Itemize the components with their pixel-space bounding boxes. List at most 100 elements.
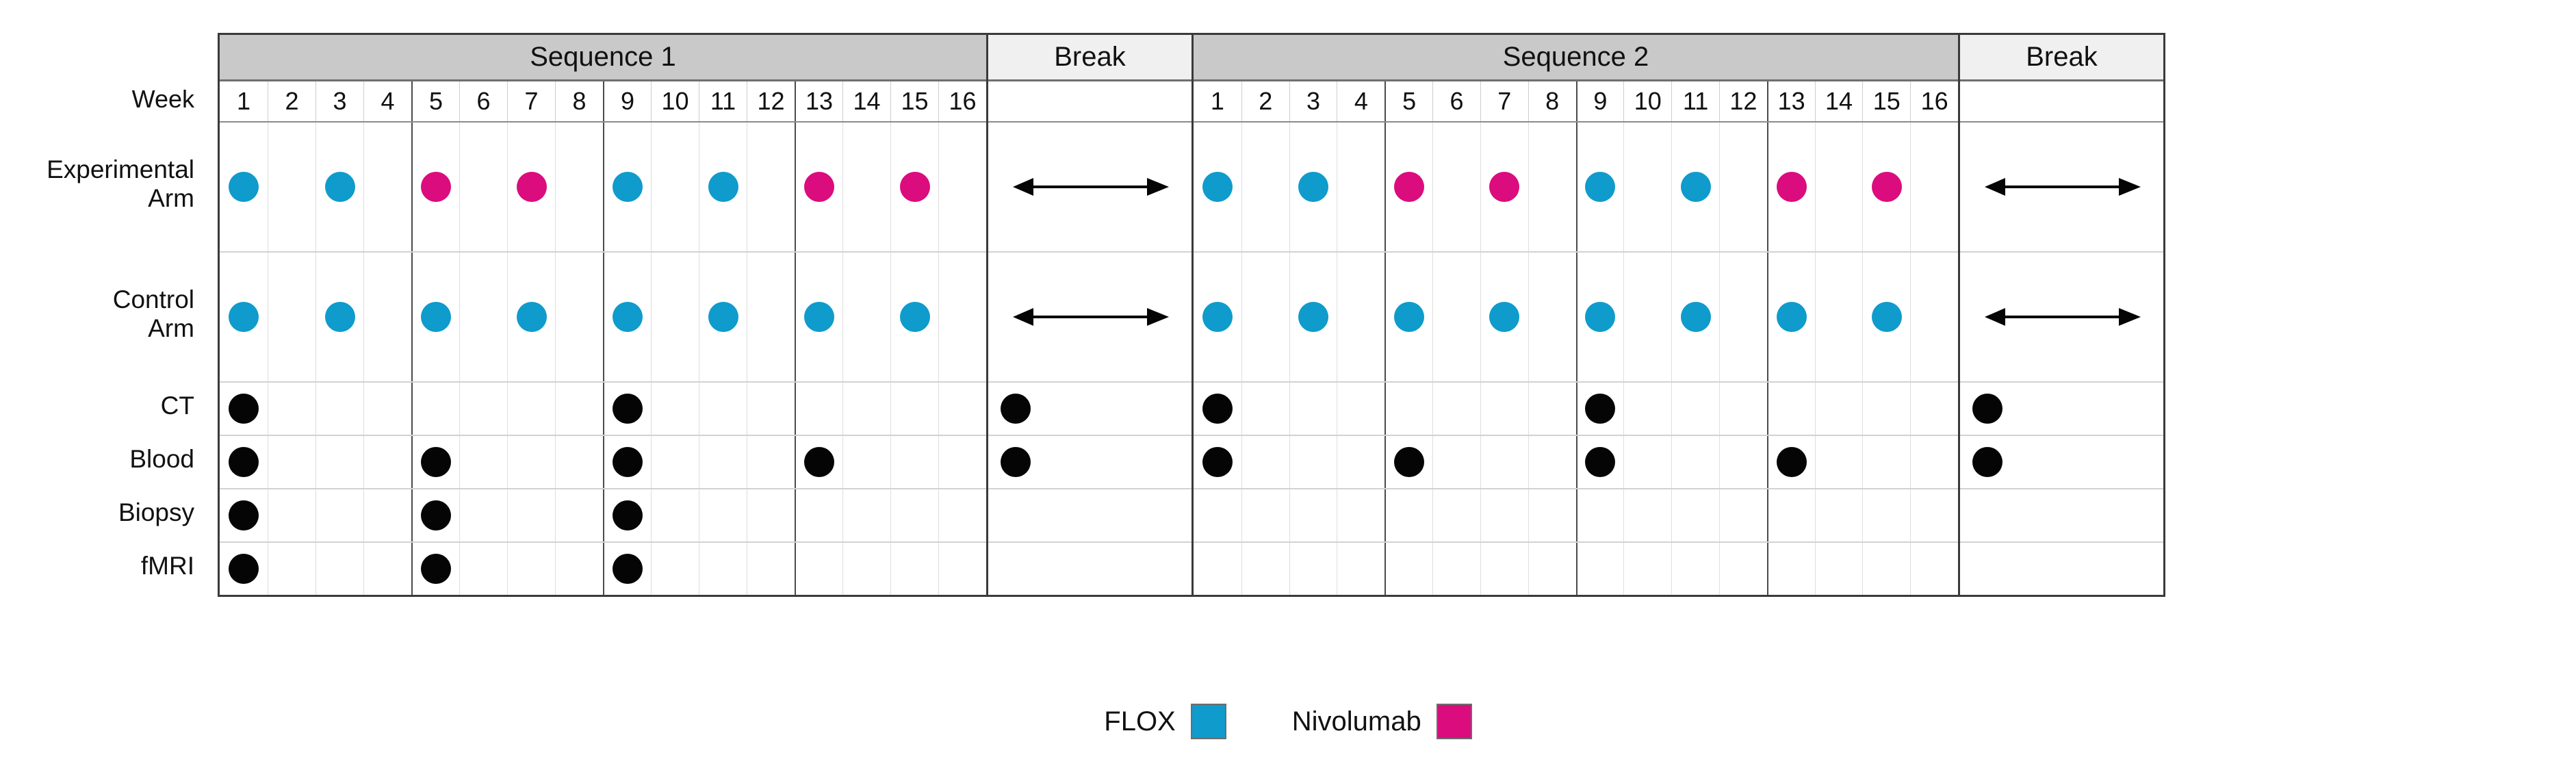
schedule-row-biopsy <box>1960 488 2163 541</box>
schedule-cell <box>651 253 699 381</box>
schedule-cell <box>1337 253 1384 381</box>
schedule-cell <box>1910 253 1958 381</box>
break-cell <box>988 123 1192 251</box>
schedule-row-ct <box>220 381 986 435</box>
schedule-cell <box>315 436 363 488</box>
week-number-cell: 7 <box>1480 81 1528 121</box>
schedule-cell <box>1575 383 1624 435</box>
schedule-cell <box>1480 436 1528 488</box>
week-number-cell: 7 <box>507 81 555 121</box>
procedure-dot <box>229 394 259 424</box>
schedule-cell <box>507 253 555 381</box>
schedule-row-experimental-arm <box>1194 121 1958 251</box>
schedule-cell <box>363 543 411 595</box>
column-group-break-4: Break <box>1958 35 2163 595</box>
procedure-dot <box>421 554 451 584</box>
schedule-cell <box>1766 383 1815 435</box>
schedule-cell <box>1575 543 1624 595</box>
break-duration-arrow-icon <box>1984 178 2141 196</box>
schedule-cell <box>1910 383 1958 435</box>
group-header-sequence-2-3: Sequence 2 <box>1194 35 1958 81</box>
schedule-cell <box>1337 436 1384 488</box>
schedule-cell <box>1480 123 1528 251</box>
schedule-cell <box>1241 253 1289 381</box>
schedule-cell <box>938 436 986 488</box>
nivolumab-dose-dot <box>421 172 451 202</box>
schedule-row-blood <box>220 435 986 488</box>
schedule-cell <box>1241 543 1289 595</box>
schedule-cell <box>1671 253 1719 381</box>
schedule-cell <box>1718 253 1767 381</box>
schedule-cell <box>268 253 315 381</box>
schedule-cell <box>890 489 938 541</box>
flox-dose-dot <box>1489 302 1520 332</box>
schedule-cell <box>555 253 603 381</box>
flox-dose-dot <box>613 172 643 202</box>
week-row-break-placeholder <box>988 81 1192 121</box>
schedule-row-fmri <box>1194 541 1958 595</box>
schedule-cell <box>1862 489 1910 541</box>
schedule-cell <box>411 253 459 381</box>
nivolumab-dose-dot <box>1394 172 1425 202</box>
schedule-cell <box>699 543 747 595</box>
schedule-cell <box>1384 383 1432 435</box>
schedule-cell <box>1432 383 1480 435</box>
schedule-cell <box>1910 436 1958 488</box>
schedule-cell <box>1766 436 1815 488</box>
schedule-cell <box>1528 489 1576 541</box>
flox-dose-dot <box>516 302 547 332</box>
schedule-cell <box>555 123 603 251</box>
schedule-cell <box>1480 489 1528 541</box>
schedule-cell <box>1718 489 1767 541</box>
schedule-cell <box>1575 436 1624 488</box>
procedure-dot <box>804 447 834 477</box>
schedule-row-ct <box>1194 381 1958 435</box>
schedule-cell <box>220 489 268 541</box>
procedure-dot <box>1202 447 1233 477</box>
flox-dose-dot <box>804 302 834 332</box>
schedule-row-fmri <box>988 541 1192 595</box>
procedure-dot <box>229 554 259 584</box>
schedule-cell <box>507 489 555 541</box>
schedule-cell <box>699 489 747 541</box>
row-label-biopsy: Biopsy <box>118 498 194 526</box>
procedure-dot <box>229 447 259 477</box>
schedule-cell <box>699 383 747 435</box>
schedule-cell <box>1528 436 1576 488</box>
schedule-cell <box>938 383 986 435</box>
schedule-cell <box>1432 489 1480 541</box>
break-duration-arrow-icon <box>1012 308 1169 326</box>
week-number-cell: 1 <box>1210 87 1224 115</box>
procedure-dot <box>613 500 643 530</box>
week-number-cell: 5 <box>411 81 459 121</box>
legend-item-flox: FLOX <box>1104 704 1226 739</box>
schedule-cell <box>651 489 699 541</box>
schedule-cell <box>890 543 938 595</box>
schedule-row-control-arm <box>988 251 1192 381</box>
schedule-cell <box>411 543 459 595</box>
schedule-cell <box>1766 543 1815 595</box>
schedule-cell <box>1289 123 1337 251</box>
nivolumab-dose-dot <box>1776 172 1807 202</box>
schedule-cell <box>1289 253 1337 381</box>
schedule-row-control-arm <box>1194 251 1958 381</box>
schedule-cell <box>890 436 938 488</box>
break-cell <box>1960 253 2163 381</box>
schedule-cell <box>220 123 268 251</box>
break-cell <box>988 543 1192 595</box>
break-duration-arrow-icon <box>1984 308 2141 326</box>
procedure-dot <box>1202 394 1233 424</box>
schedule-cell <box>1623 123 1671 251</box>
schedule-row-experimental-arm <box>988 121 1192 251</box>
schedule-cell <box>268 436 315 488</box>
schedule-cell <box>1241 383 1289 435</box>
schedule-cell <box>1384 436 1432 488</box>
schedule-cell <box>1289 383 1337 435</box>
schedule-cell <box>1862 253 1910 381</box>
column-group-break-2: Break <box>986 35 1192 595</box>
